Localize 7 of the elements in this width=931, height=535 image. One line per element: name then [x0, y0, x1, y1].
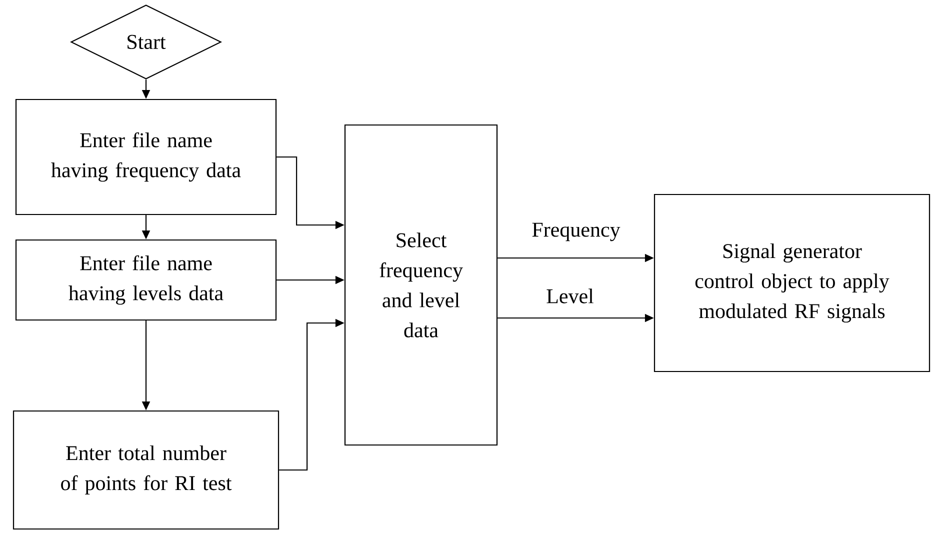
edge-label: Frequency: [530, 222, 622, 242]
process-box: Signal generator control object to apply modulated RF signals: [654, 194, 930, 372]
process-box: Enter total number of points for RI test: [12, 410, 280, 530]
process-box: Enter file name having levels data: [15, 239, 277, 321]
edge-label: Level: [545, 288, 595, 304]
process-box: Enter file name having frequency data: [15, 98, 277, 216]
process-box: Select frequency and level data: [344, 124, 498, 446]
